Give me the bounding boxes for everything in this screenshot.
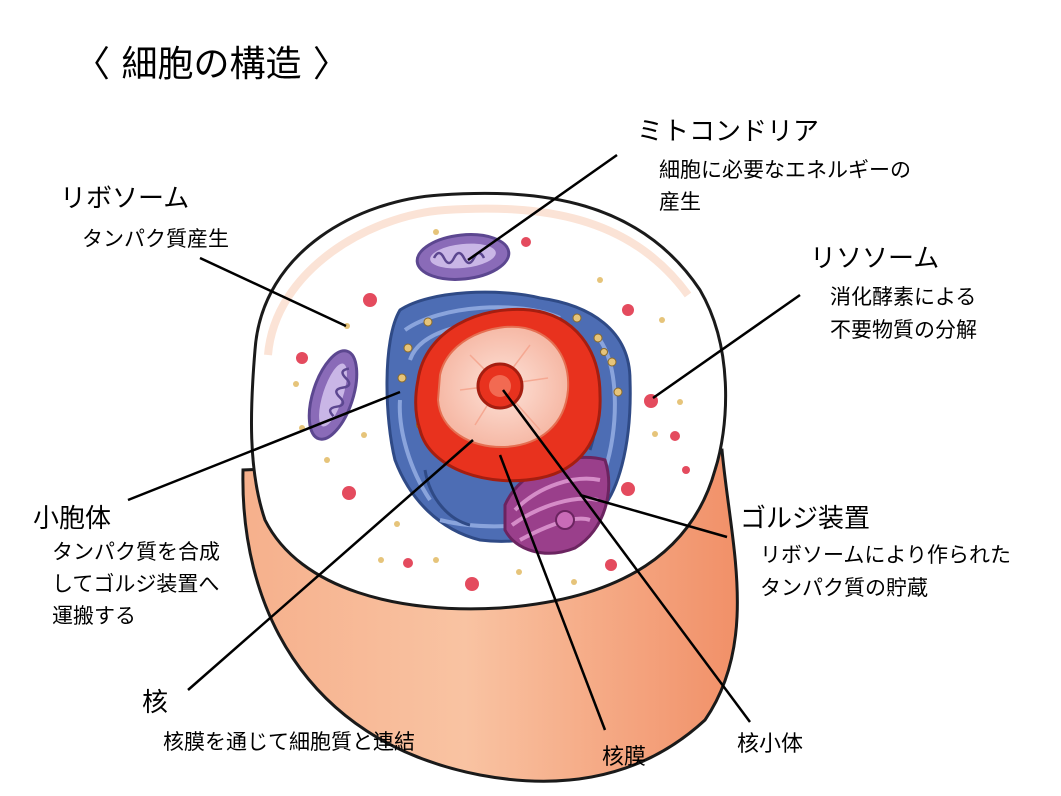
label-golgi: ゴルジ装置 <box>740 504 871 534</box>
leader-golgi <box>579 493 728 539</box>
desc-nucleus-1: 核膜を通じて細胞質と連結 <box>163 730 415 754</box>
desc-golgi-1: リボソームにより作られた <box>760 543 1011 567</box>
desc-ribosome-1: タンパク質産生 <box>82 227 229 251</box>
leader-lines <box>127 153 801 731</box>
leader-nucleus <box>187 439 474 691</box>
desc-mitochondria-1: 細胞に必要なエネルギーの <box>659 158 911 182</box>
leader-nucleolus <box>501 389 752 723</box>
leader-lysosome <box>652 293 801 400</box>
desc-er-2: してゴルジ装置へ <box>52 572 220 596</box>
desc-er-1: タンパク質を合成 <box>52 540 220 564</box>
mitochondrion-top <box>415 233 511 281</box>
leader-ribosome <box>199 256 347 328</box>
desc-lysosome-1: 消化酵素による <box>830 285 977 309</box>
mitochondrion-left <box>307 349 359 441</box>
label-nucleus: 核 <box>142 688 169 718</box>
desc-er-3: 運搬する <box>52 604 136 628</box>
label-mitochondria: ミトコンドリア <box>637 117 820 147</box>
golgi-apparatus <box>503 455 611 555</box>
leader-nuclear-membrane <box>498 454 607 731</box>
lysosomes <box>296 237 690 591</box>
desc-lysosome-2: 不要物質の分解 <box>830 318 977 342</box>
label-er: 小胞体 <box>33 504 112 534</box>
desc-mitochondria-2: 産生 <box>659 190 701 214</box>
leader-mitochondria <box>467 153 618 262</box>
label-ribosome: リボソーム <box>60 184 190 214</box>
leader-er <box>127 390 401 502</box>
label-lysosome: リソソーム <box>810 244 940 274</box>
free-ribosomes <box>293 229 683 585</box>
label-nuclear-membrane: 核膜 <box>602 745 647 770</box>
label-nucleolus: 核小体 <box>737 732 804 757</box>
page-title: 〈 細胞の構造 〉 <box>74 44 349 85</box>
desc-golgi-2: タンパク質の貯蔵 <box>760 576 928 600</box>
